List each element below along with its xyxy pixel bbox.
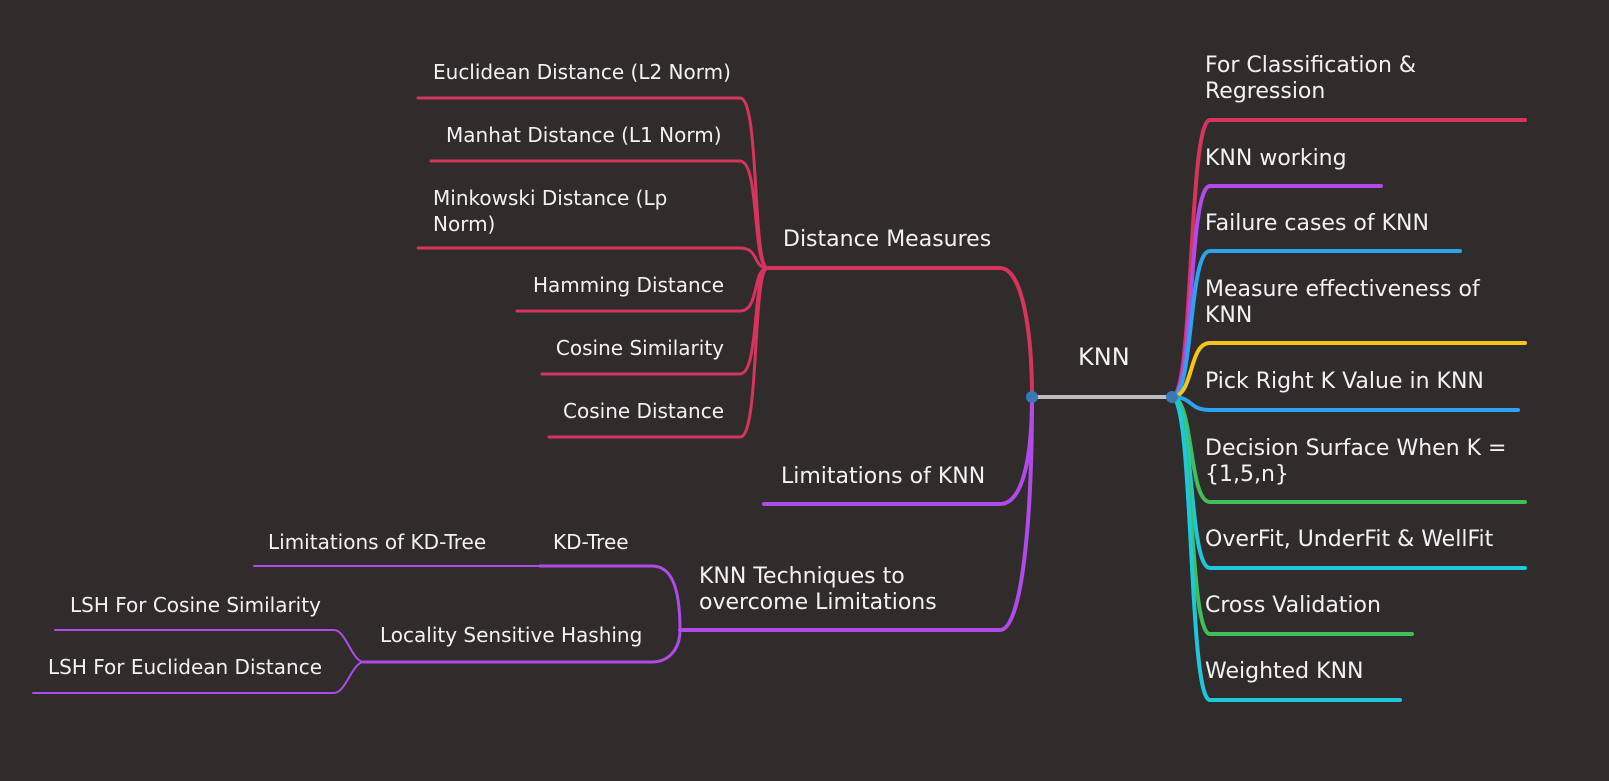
subtopic-lsh-cosine-similarity[interactable]: LSH For Cosine Similarity <box>70 593 321 617</box>
topic-failure-cases[interactable]: Failure cases of KNN <box>1205 211 1429 236</box>
topic-decision-surface[interactable]: Decision Surface When K = {1,5,n} <box>1205 436 1507 487</box>
branch-line-techniques <box>678 395 1034 632</box>
distance-child-line-6 <box>547 266 770 439</box>
subtopic-kd-tree[interactable]: KD-Tree <box>553 530 629 554</box>
branch-line-distance-measures <box>766 266 1034 399</box>
lsh-cosine-line <box>54 629 365 663</box>
topic-limitations-of-knn[interactable]: Limitations of KNN <box>781 464 986 489</box>
topic-classification-regression[interactable]: For Classification & Regression <box>1205 53 1417 104</box>
subtopic-locality-sensitive-hashing[interactable]: Locality Sensitive Hashing <box>380 623 643 647</box>
topic-pick-right-k[interactable]: Pick Right K Value in KNN <box>1205 369 1484 394</box>
topic-overfit-underfit[interactable]: OverFit, UnderFit & WellFit <box>1205 527 1494 552</box>
subtopic-limitations-of-kd-tree[interactable]: Limitations of KD-Tree <box>268 530 487 554</box>
right-branch-line-4 <box>1170 341 1527 399</box>
topic-cross-validation[interactable]: Cross Validation <box>1205 593 1381 618</box>
distance-child-line-3 <box>416 246 770 270</box>
topic-weighted-knn[interactable]: Weighted KNN <box>1205 659 1364 684</box>
topic-measure-effectiveness[interactable]: Measure effectiveness of KNN <box>1205 277 1480 328</box>
right-branch-line-5 <box>1170 395 1520 412</box>
topic-knn-techniques[interactable]: KNN Techniques to overcome Limitations <box>699 564 937 615</box>
subtopic-minkowski-distance[interactable]: Minkowski Distance (Lp Norm) <box>433 186 668 236</box>
subtopic-lsh-euclidean-distance[interactable]: LSH For Euclidean Distance <box>48 655 323 679</box>
right-node-dot <box>1166 391 1178 403</box>
lsh-line <box>362 628 682 664</box>
subtopic-euclidean-distance[interactable]: Euclidean Distance (L2 Norm) <box>433 60 731 84</box>
right-branch-line-3 <box>1170 249 1462 399</box>
central-node-label[interactable]: KNN <box>1078 343 1130 371</box>
subtopic-cosine-distance[interactable]: Cosine Distance <box>563 399 724 423</box>
kd-tree-line <box>538 564 682 632</box>
right-branch-line-9 <box>1170 395 1402 702</box>
subtopic-manhattan-distance[interactable]: Manhat Distance (L1 Norm) <box>446 123 722 147</box>
left-node-dot <box>1026 391 1038 403</box>
topic-knn-working[interactable]: KNN working <box>1205 146 1347 171</box>
subtopic-hamming-distance[interactable]: Hamming Distance <box>533 273 724 297</box>
topic-distance-measures[interactable]: Distance Measures <box>783 227 992 252</box>
lsh-euclidean-line <box>32 661 365 694</box>
distance-child-line-2 <box>429 159 770 270</box>
subtopic-cosine-similarity[interactable]: Cosine Similarity <box>555 336 724 360</box>
